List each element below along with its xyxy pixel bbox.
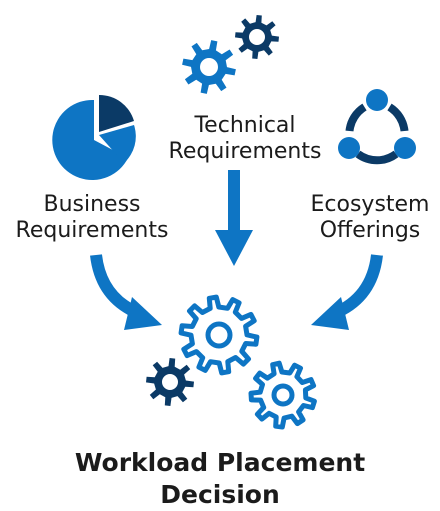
workload-placement-decision-label: Workload Placement Decision: [40, 447, 400, 511]
pie-large-slice: [52, 99, 129, 180]
down-arrow: [215, 170, 253, 266]
decision-gear-right: [248, 360, 317, 430]
decision-gears-icon: [146, 294, 317, 430]
business-label-line2: Requirements: [15, 218, 169, 243]
cycle-node-left: [338, 137, 360, 159]
decision-gear-dark: [146, 358, 194, 406]
cycle-node-top: [366, 89, 388, 111]
decision-gear-top: [178, 294, 260, 376]
pie-small-slice: [99, 125, 136, 163]
ecosystem-label-line1: Ecosystem: [310, 192, 430, 217]
gear-small: [235, 15, 279, 59]
gears-icon: [182, 15, 279, 94]
technical-label-line2: Requirements: [168, 139, 322, 164]
technical-requirements-label: Technical Requirements: [150, 113, 340, 165]
business-label-line1: Business: [43, 192, 141, 217]
curved-arrow-left: [90, 254, 162, 330]
cycle-arc-top-left: [345, 103, 367, 132]
technical-label-line1: Technical: [194, 113, 296, 138]
result-label-line1: Workload Placement: [74, 448, 366, 477]
cycle-arc-top-right: [387, 103, 409, 132]
cycle-arc-bottom: [355, 150, 399, 165]
pie-chart-icon: [52, 94, 136, 180]
business-requirements-label: Business Requirements: [0, 192, 184, 244]
gear-large: [182, 40, 236, 94]
decision-gear-top-hole: [205, 321, 233, 349]
cycle-nodes-icon: [338, 89, 416, 165]
result-label-line2: Decision: [160, 480, 280, 509]
cycle-node-right: [394, 137, 416, 159]
ecosystem-offerings-label: Ecosystem Offerings: [300, 192, 440, 244]
curved-arrow-right: [311, 254, 383, 330]
ecosystem-label-line2: Offerings: [319, 218, 421, 243]
decision-gear-right-hole: [271, 383, 295, 407]
pie-dark-slice: [99, 94, 134, 132]
